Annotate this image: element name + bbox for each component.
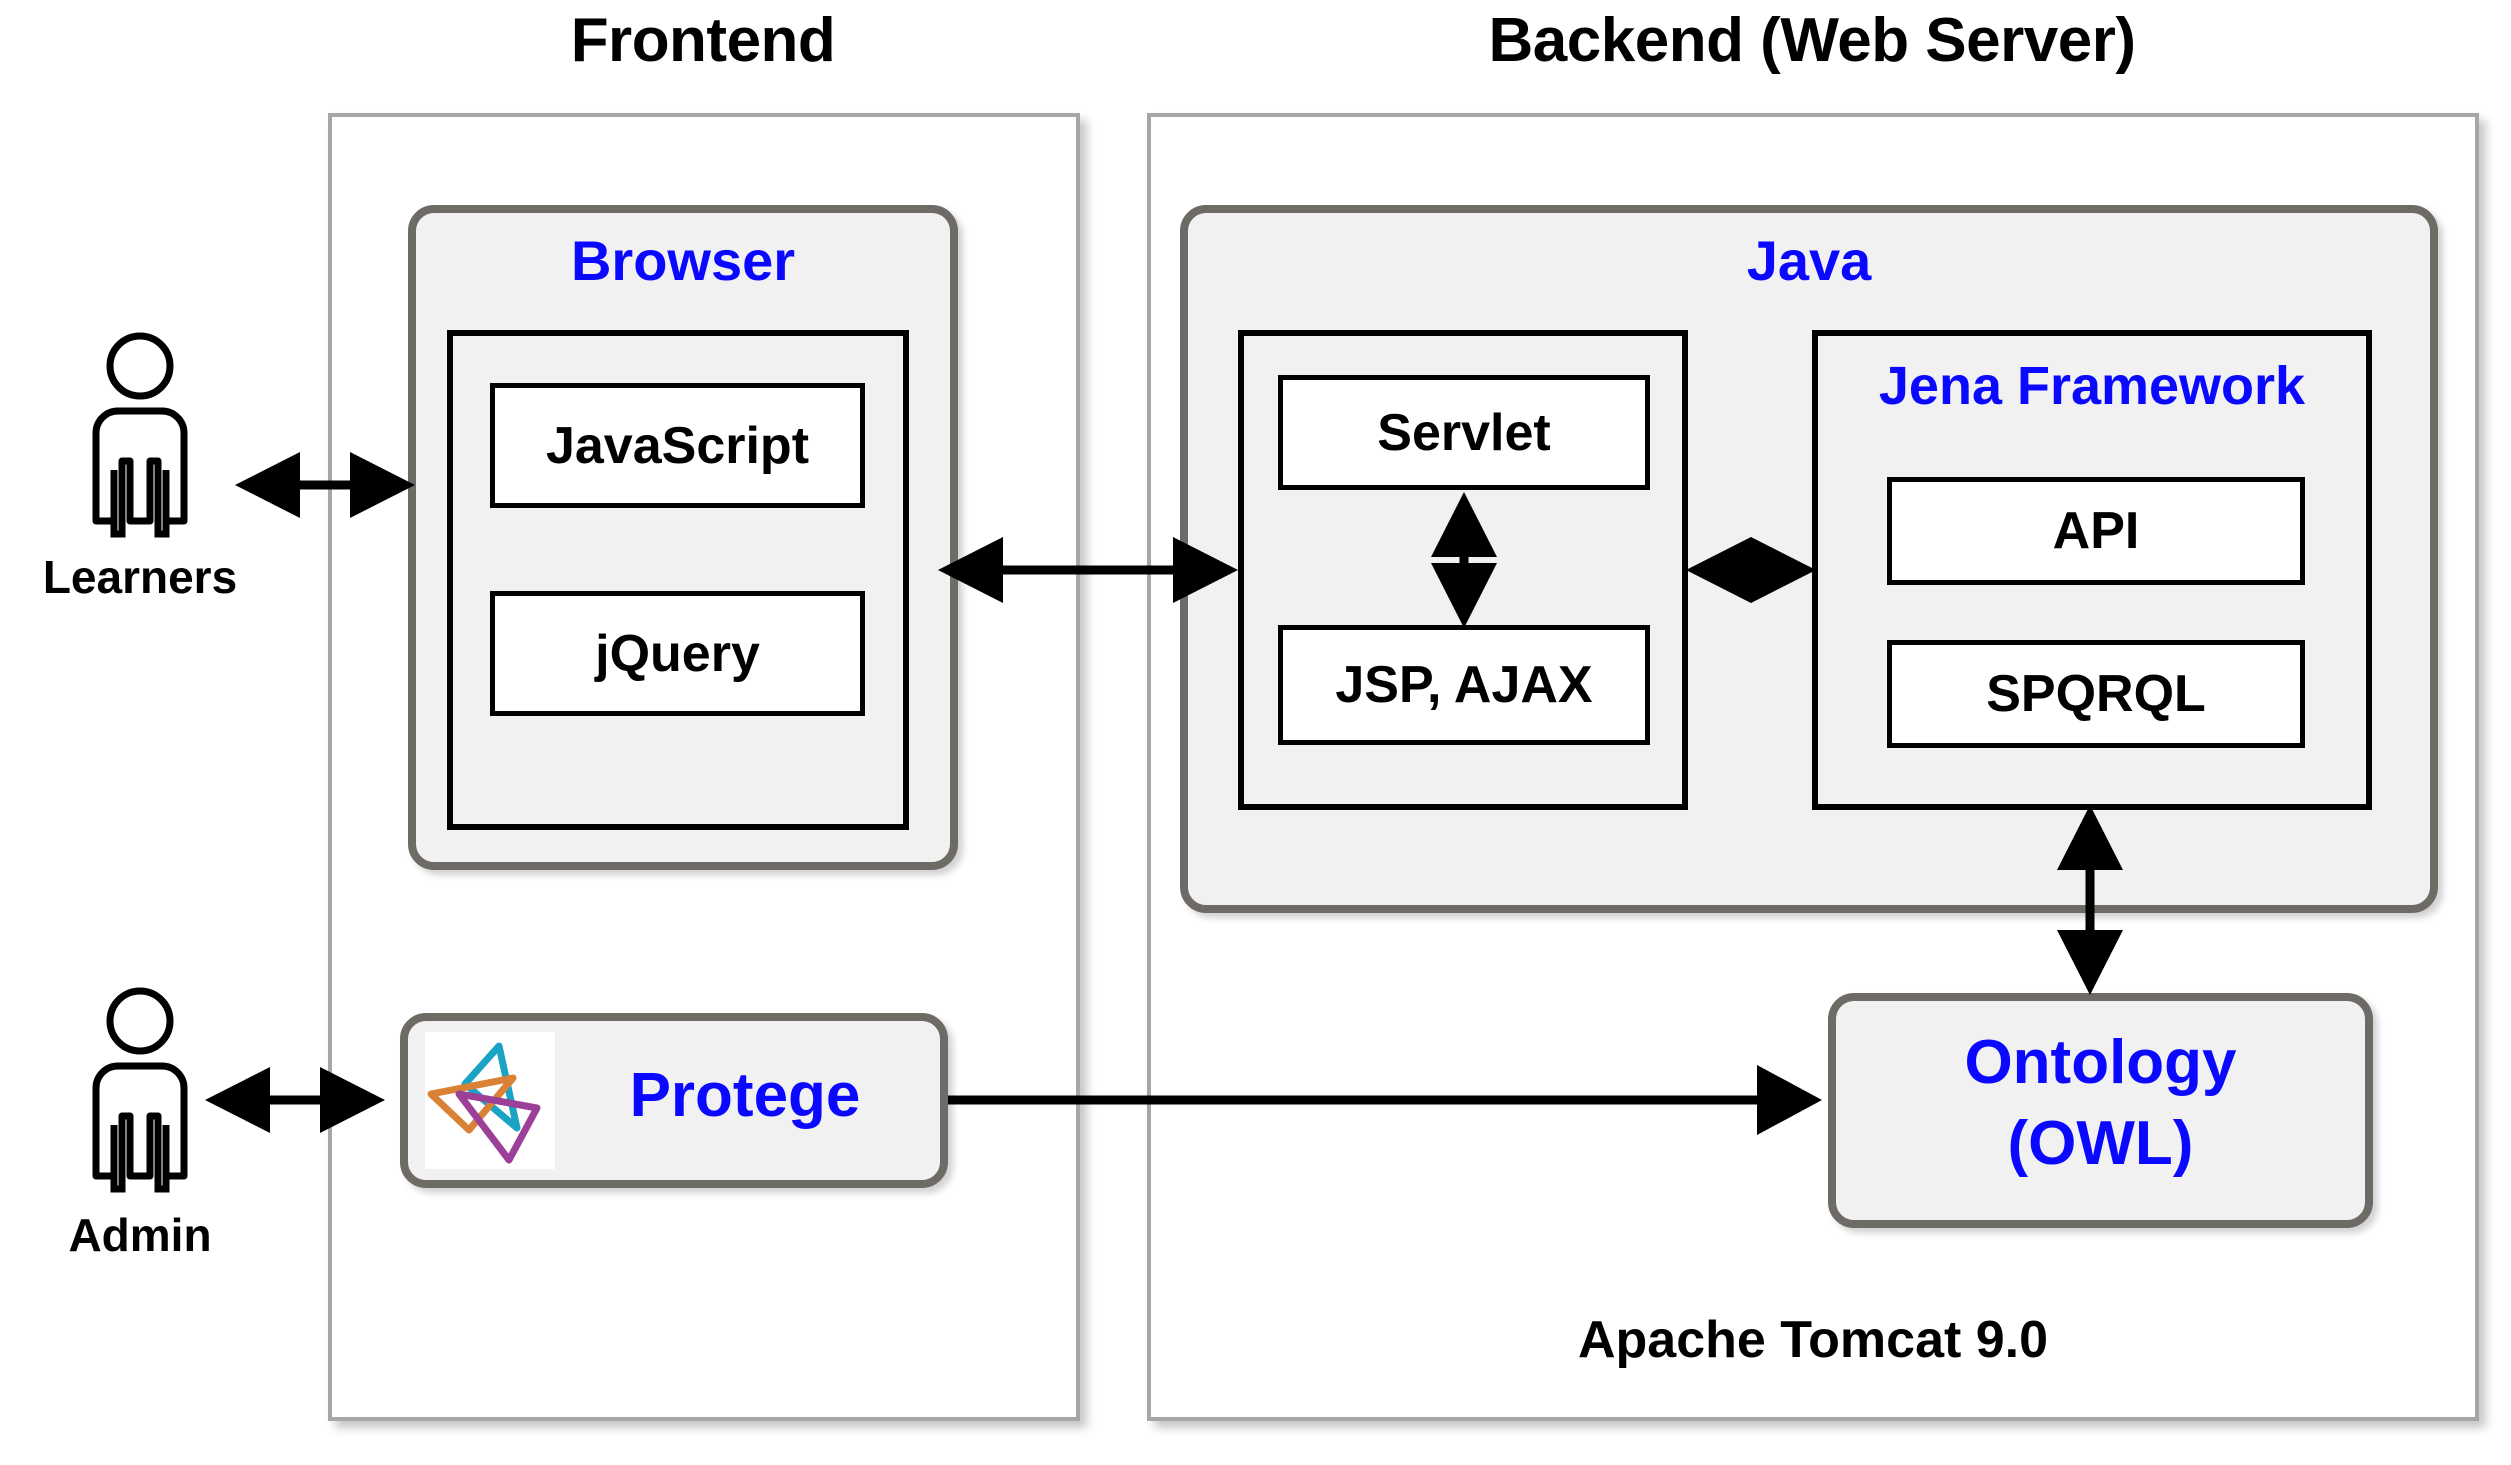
api-label: API	[2052, 502, 2140, 560]
servlet-label: Servlet	[1377, 403, 1551, 462]
spqrql-box[interactable]: SPQRQL	[1887, 640, 2305, 748]
browser-container	[408, 205, 958, 870]
java-label: Java	[1746, 229, 1872, 292]
api-box[interactable]: API	[1887, 477, 2305, 585]
javascript-box[interactable]: JavaScript	[490, 383, 865, 508]
jsp-ajax-label: JSP, AJAX	[1335, 656, 1593, 714]
ontology-label-line1: Ontology	[1964, 1028, 2237, 1097]
protege-logo-icon	[425, 1032, 555, 1169]
spqrql-label: SPQRQL	[1986, 665, 2206, 723]
jsp-ajax-box[interactable]: JSP, AJAX	[1278, 625, 1650, 745]
browser-label: Browser	[570, 229, 796, 292]
admin-person-icon	[70, 985, 210, 1195]
learners-label: Learners	[42, 551, 238, 603]
browser-inner-frame	[447, 330, 909, 830]
servlet-box[interactable]: Servlet	[1278, 375, 1650, 490]
ontology-container[interactable]	[1828, 993, 2373, 1228]
javascript-label: JavaScript	[545, 416, 810, 475]
admin-label: Admin	[68, 1209, 212, 1261]
protege-label: Protege	[629, 1061, 861, 1130]
apache-tomcat-label: Apache Tomcat 9.0	[1577, 1311, 2049, 1369]
backend-title: Backend (Web Server)	[1488, 6, 2137, 75]
learners-person-icon	[70, 330, 210, 540]
web-layer-frame	[1238, 330, 1688, 810]
ontology-label-line2: (OWL)	[2007, 1109, 2194, 1178]
frontend-title: Frontend	[570, 6, 836, 75]
jquery-box[interactable]: jQuery	[490, 591, 865, 716]
jquery-label: jQuery	[595, 624, 760, 683]
jena-framework-label: Jena Framework	[1878, 356, 2306, 416]
